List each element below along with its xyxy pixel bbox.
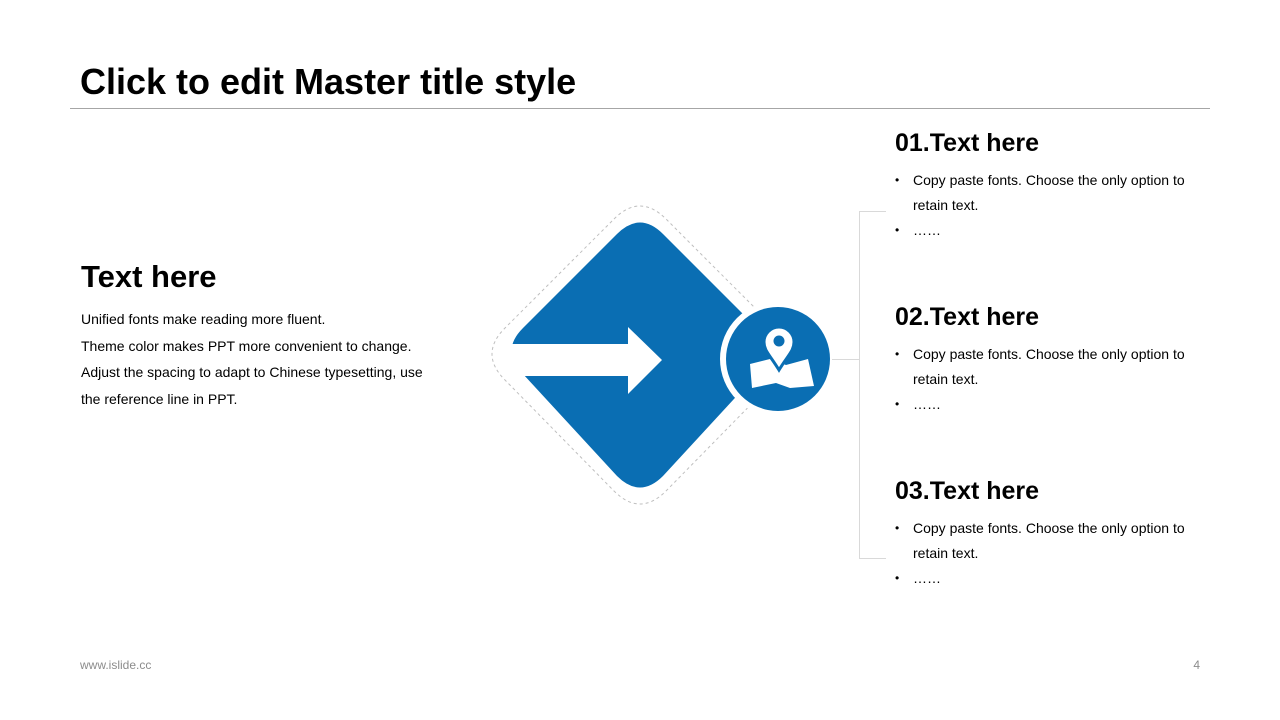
body-line-4: the reference line in PPT. — [81, 390, 238, 407]
title-divider — [70, 108, 1210, 109]
connector-tick-bottom — [859, 558, 886, 559]
body-line-3: Adjust the spacing to adapt to Chinese t… — [81, 364, 423, 380]
left-heading: Text here — [81, 259, 217, 294]
connector-horizontal — [832, 359, 859, 360]
section-2-title: 02.Text here — [895, 303, 1040, 331]
bullet-item: Copy paste fonts. Choose the only option… — [895, 516, 1213, 566]
body-line-1: Unified fonts make reading more fluent. — [81, 311, 326, 327]
bullet-item: Copy paste fonts. Choose the only option… — [895, 168, 1213, 218]
section-1-bullets: Copy paste fonts. Choose the only option… — [895, 168, 1215, 243]
section-2-bullets: Copy paste fonts. Choose the only option… — [895, 342, 1215, 417]
connector-tick-top — [859, 211, 886, 212]
bullet-item: …… — [895, 392, 1213, 417]
connector-vertical — [859, 211, 860, 559]
footer-website: www.islide.cc — [80, 658, 152, 672]
bullet-item: Copy paste fonts. Choose the only option… — [895, 342, 1213, 392]
slide-title: Click to edit Master title style — [80, 61, 577, 102]
map-pin-icon — [750, 325, 814, 388]
bullet-item: …… — [895, 218, 1213, 243]
section-3-title: 03.Text here — [895, 477, 1040, 505]
page-number: 4 — [1193, 658, 1200, 672]
center-graphic — [470, 190, 850, 530]
arrow-right-icon — [506, 327, 662, 394]
diamond-graphic — [491, 205, 836, 505]
dashed-diamond-outline — [491, 205, 789, 505]
left-text-block: Text here Unified fonts make reading mor… — [81, 258, 451, 412]
section-1: 01.Text here Copy paste fonts. Choose th… — [895, 128, 1215, 243]
section-2: 02.Text here Copy paste fonts. Choose th… — [895, 302, 1215, 417]
section-3: 03.Text here Copy paste fonts. Choose th… — [895, 476, 1215, 591]
section-1-title: 01.Text here — [895, 129, 1040, 157]
section-3-bullets: Copy paste fonts. Choose the only option… — [895, 516, 1215, 591]
body-line-2: Theme color makes PPT more convenient to… — [81, 337, 412, 354]
bullet-item: …… — [895, 566, 1213, 591]
